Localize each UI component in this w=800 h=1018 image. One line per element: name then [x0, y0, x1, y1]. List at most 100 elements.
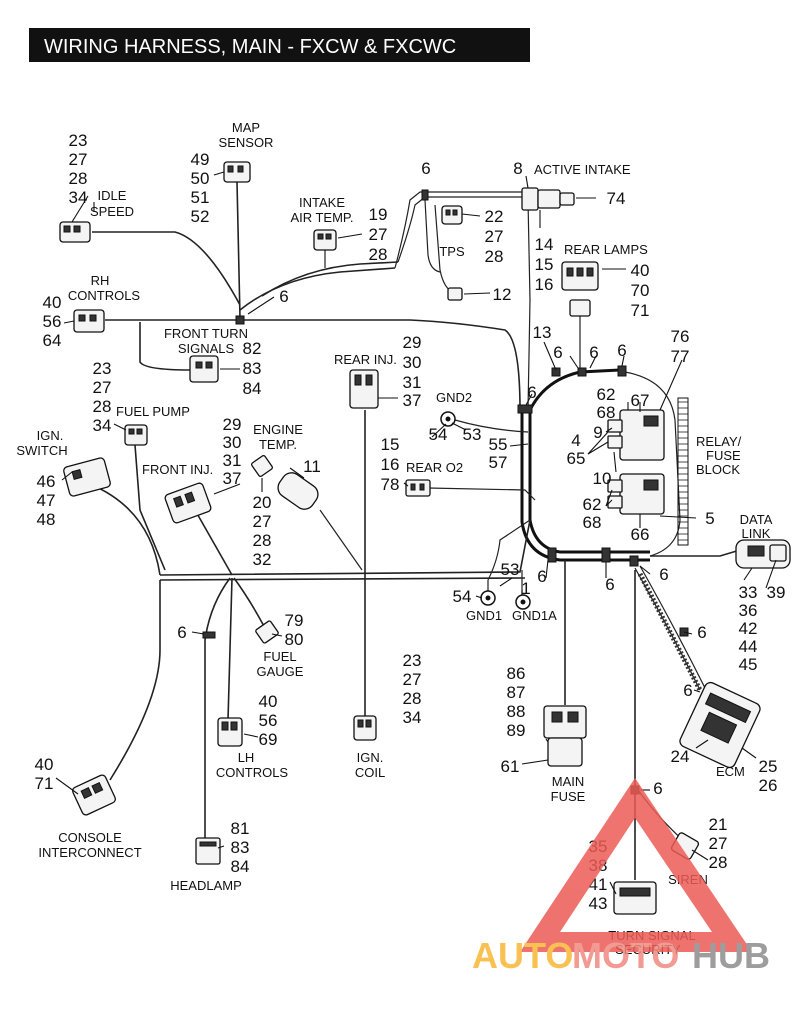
- callout-ecm-25: 25: [759, 757, 778, 776]
- callout-6-trunk: 6: [605, 575, 614, 594]
- gnd2-ground-ring[interactable]: [440, 411, 456, 427]
- callout-76: 76: [671, 327, 690, 346]
- callout-rear-inj-37: 37: [403, 391, 422, 410]
- callout-idle-speed-1: 23: [69, 131, 88, 150]
- callout-fuel-pump-34: 34: [93, 416, 112, 435]
- rear-o2-connector[interactable]: [405, 479, 431, 497]
- lh-controls-connector[interactable]: [217, 717, 243, 747]
- leader-lines: [55, 171, 777, 895]
- label-main-fuse-1: MAIN: [552, 774, 585, 789]
- cable-strap-icon: [601, 547, 611, 563]
- label-ign-coil-2: COIL: [355, 765, 385, 780]
- callout-rh-controls-64: 64: [43, 331, 62, 350]
- callout-rear-o2-15: 15: [381, 435, 400, 454]
- rh-controls-connector[interactable]: [73, 309, 105, 333]
- label-data-link-1: DATA: [740, 512, 773, 527]
- idle-speed-connector[interactable]: [59, 221, 91, 243]
- ign-coil-connector[interactable]: [353, 715, 377, 741]
- relay-fuse-block[interactable]: [607, 409, 665, 515]
- connectors: [59, 161, 791, 915]
- engine-temp-sensor[interactable]: [250, 454, 322, 513]
- callout-9: 9: [593, 423, 602, 442]
- callout-65: 65: [567, 449, 586, 468]
- callout-55: 55: [489, 435, 508, 454]
- label-main-fuse-2: FUSE: [551, 789, 586, 804]
- callout-4: 4: [571, 431, 580, 450]
- rear-inj-connector[interactable]: [349, 369, 379, 409]
- callout-6-top: 6: [421, 159, 430, 178]
- callout-rear-lamps-14: 14: [535, 235, 554, 254]
- callout-6-gnd: 6: [537, 567, 546, 586]
- ecm-module[interactable]: [678, 681, 762, 770]
- label-rh-controls-1: RH: [91, 273, 110, 288]
- callout-ign-coil-27: 27: [403, 670, 422, 689]
- front-turn-signals-connector[interactable]: [189, 355, 219, 383]
- callout-idle-speed-3: 28: [69, 169, 88, 188]
- callout-iat-1: 19: [369, 205, 388, 224]
- callout-front-inj-37: 37: [223, 469, 242, 488]
- callout-main-fuse-87: 87: [507, 683, 526, 702]
- fuel-gauge-connector[interactable]: [255, 620, 279, 644]
- watermark-triangle-icon: [520, 778, 752, 952]
- front-inj-connector[interactable]: [164, 482, 212, 524]
- callout-headlamp-81: 81: [231, 819, 250, 838]
- label-active-intake: ACTIVE INTAKE: [534, 162, 631, 177]
- label-rear-inj: REAR INJ.: [334, 352, 397, 367]
- callout-rh-controls-56: 56: [43, 312, 62, 331]
- callout-lh-40: 40: [259, 692, 278, 711]
- callout-front-inj-31: 31: [223, 451, 242, 470]
- tps-connector[interactable]: [441, 205, 463, 225]
- watermark-text-moto: MOTO: [572, 935, 679, 976]
- callout-rear-o2-78: 78: [381, 475, 400, 494]
- label-map-sensor-1: MAP: [232, 120, 260, 135]
- callout-6-a: 6: [553, 343, 562, 362]
- connector-12[interactable]: [447, 287, 463, 301]
- callout-active-intake-8: 8: [513, 159, 522, 178]
- fuel-pump-connector[interactable]: [124, 424, 148, 446]
- callout-console-40: 40: [35, 755, 54, 774]
- active-intake-connector[interactable]: [521, 187, 575, 211]
- callout-headlamp-83: 83: [231, 838, 250, 857]
- callout-rear-inj-31: 31: [403, 373, 422, 392]
- callout-siren-21: 21: [709, 815, 728, 834]
- callout-idle-speed-4: 34: [69, 188, 88, 207]
- callout-62-upper: 62: [597, 385, 616, 404]
- console-interconnect-connector[interactable]: [71, 774, 116, 816]
- callout-fuel-pump-27: 27: [93, 378, 112, 397]
- intake-air-temp-connector[interactable]: [313, 229, 337, 251]
- rear-lamps-connector[interactable]: [561, 261, 599, 317]
- callout-ign-coil-23: 23: [403, 651, 422, 670]
- callout-6-rh: 6: [279, 287, 288, 306]
- cable-strap-icon: [421, 189, 429, 201]
- callout-map-sensor-4: 52: [191, 207, 210, 226]
- label-console-interconnect-1: CONSOLE: [58, 830, 122, 845]
- main-fuse-holder[interactable]: [543, 705, 587, 767]
- callout-front-inj-30: 30: [223, 433, 242, 452]
- label-front-turn-signals-2: SIGNALS: [178, 341, 235, 356]
- callout-ign-switch-46: 46: [37, 472, 56, 491]
- label-idle-speed-2: SPEED: [90, 204, 134, 219]
- callout-fuel-gauge-79: 79: [285, 611, 304, 630]
- callout-ign-switch-48: 48: [37, 510, 56, 529]
- corrugated-loom: [637, 397, 703, 692]
- callout-6-headlamp: 6: [177, 623, 186, 642]
- cable-straps: [202, 189, 689, 795]
- callout-68-upper: 68: [597, 403, 616, 422]
- gnd1a-ground-ring[interactable]: [515, 594, 531, 610]
- callout-active-intake-74: 74: [607, 189, 626, 208]
- callout-lh-69: 69: [259, 730, 278, 749]
- callout-68-lower: 68: [583, 513, 602, 532]
- label-rear-o2: REAR O2: [406, 460, 463, 475]
- map-sensor-connector[interactable]: [223, 161, 251, 183]
- callout-fts-84: 84: [243, 379, 262, 398]
- label-engine-temp-2: TEMP.: [259, 437, 297, 452]
- callout-ecm-26: 26: [759, 776, 778, 795]
- headlamp-connector[interactable]: [195, 837, 221, 865]
- ign-switch-connector[interactable]: [63, 457, 111, 497]
- turn-signal-security-module[interactable]: [613, 881, 657, 915]
- data-link-connector[interactable]: [735, 539, 791, 569]
- callout-iat-2: 27: [369, 225, 388, 244]
- callout-engine-temp-20: 20: [253, 493, 272, 512]
- callout-siren-27: 27: [709, 834, 728, 853]
- gnd1-ground-ring[interactable]: [480, 590, 496, 606]
